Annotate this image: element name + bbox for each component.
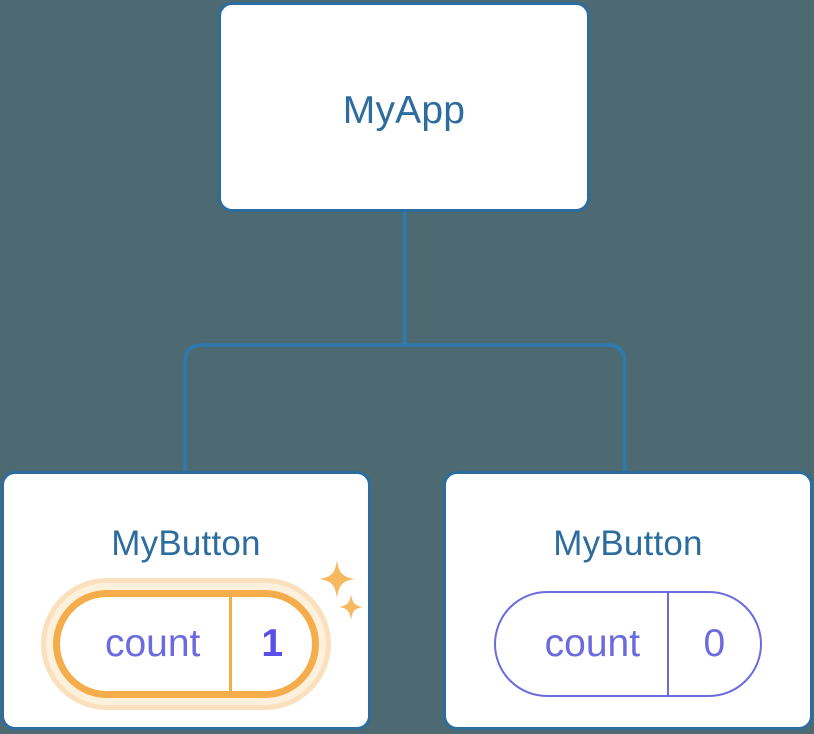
state-pill-left[interactable]: count 1 — [53, 590, 319, 698]
node-mybutton-right-title: MyButton — [553, 524, 703, 563]
node-mybutton-right[interactable]: MyButton count 0 — [443, 471, 813, 730]
state-pill-left-key: count — [60, 597, 233, 691]
node-mybutton-left[interactable]: MyButton count 1 — [1, 471, 371, 730]
edge-branch-bar — [183, 343, 627, 471]
state-pill-right-key: count — [496, 593, 669, 695]
state-pill-left-value: 1 — [261, 622, 284, 665]
state-pill-left-shell: count 1 — [41, 578, 331, 710]
state-pill-right[interactable]: count 0 — [494, 591, 762, 697]
state-pill-right-wrapper: count 0 — [446, 591, 810, 697]
node-myapp-title: MyApp — [342, 89, 466, 132]
node-myapp[interactable]: MyApp — [218, 2, 590, 212]
state-pill-right-value: 0 — [703, 622, 726, 665]
node-mybutton-left-title: MyButton — [111, 524, 261, 563]
state-pill-left-wrapper: count 1 — [4, 578, 368, 710]
